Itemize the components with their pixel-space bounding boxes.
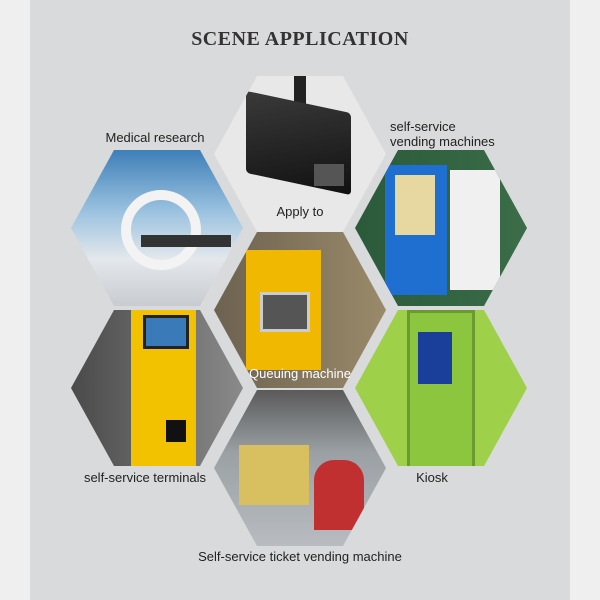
label-vending-machines: self-service vending machines bbox=[390, 119, 495, 149]
page-title: SCENE APPLICATION bbox=[191, 28, 409, 50]
label-self-service-terminals: self-service terminals bbox=[83, 470, 207, 485]
label-ticket-vending-machine: Self-service ticket vending machine bbox=[198, 549, 402, 564]
white-vending-machine bbox=[450, 170, 500, 290]
vending-display bbox=[395, 175, 435, 235]
cable bbox=[294, 76, 306, 106]
label-queuing-machine: Queuing machine bbox=[249, 366, 351, 381]
operating-table bbox=[141, 235, 231, 247]
medical-equipment bbox=[121, 190, 201, 270]
label-apply-to: Apply to bbox=[276, 204, 324, 219]
kiosk-poster bbox=[418, 332, 452, 384]
label-kiosk: Kiosk bbox=[416, 470, 448, 485]
ticket-machines bbox=[239, 445, 309, 505]
people bbox=[314, 460, 364, 530]
kiosk-screen bbox=[260, 292, 310, 332]
terminal-screen bbox=[143, 315, 189, 349]
label-line-1: self-service bbox=[390, 119, 456, 134]
label-line-2: vending machines bbox=[390, 134, 495, 149]
label-medical-research: Medical research bbox=[105, 130, 205, 145]
scan-window bbox=[314, 164, 344, 186]
terminal-logo bbox=[166, 420, 186, 442]
